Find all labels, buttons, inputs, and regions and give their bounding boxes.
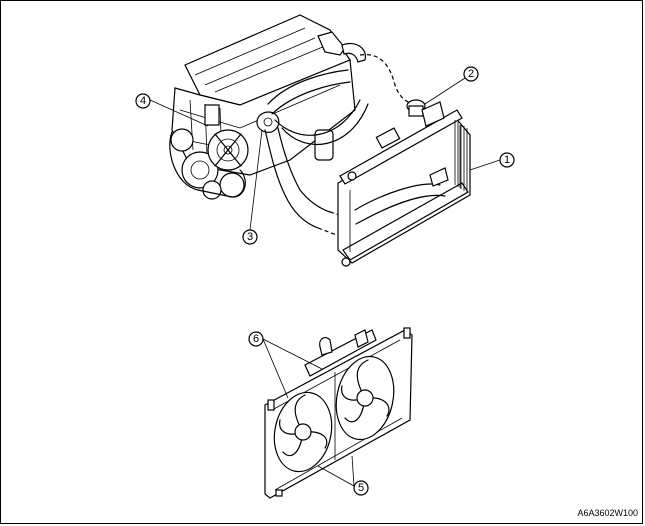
- leader-lines: [149, 77, 501, 487]
- svg-text:6: 6: [253, 333, 259, 345]
- svg-text:5: 5: [358, 482, 364, 494]
- svg-text:2: 2: [468, 68, 474, 80]
- figure-code: A6A3602W100: [577, 508, 638, 518]
- callout-3: 3: [242, 229, 258, 245]
- callout-6: 6: [248, 331, 264, 347]
- thermostat-icon: [256, 111, 280, 133]
- radiator-icon: [337, 109, 471, 267]
- cooling-fan-icon: [264, 327, 413, 499]
- radiator-cap-icon: [406, 99, 445, 127]
- callout-5: 5: [353, 480, 369, 496]
- fan-motor-icon: [294, 389, 374, 441]
- svg-text:1: 1: [504, 154, 510, 166]
- callout-2: 2: [463, 66, 479, 82]
- water-pump-icon: [207, 129, 249, 171]
- callout-1: 1: [499, 152, 515, 168]
- svg-text:4: 4: [140, 95, 146, 107]
- upper-hose-icon: [267, 31, 421, 146]
- callout-4: 4: [135, 93, 151, 109]
- svg-text:3: 3: [247, 231, 253, 243]
